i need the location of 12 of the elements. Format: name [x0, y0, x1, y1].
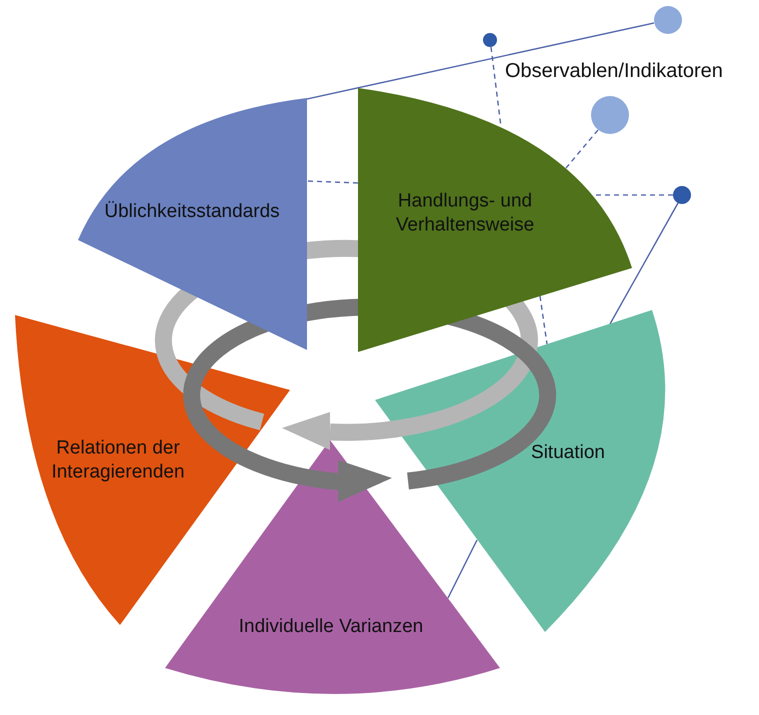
connector-line	[447, 540, 478, 598]
sector-label: Individuelle Varianzen	[238, 615, 424, 639]
sector-label: Handlungs- und Verhaltensweise	[394, 189, 536, 237]
sector-label: Relationen der Interagierenden	[50, 436, 186, 484]
connector-line	[609, 202, 679, 324]
annotation-text: Observablen/Indikatoren	[505, 60, 723, 83]
connector-line	[306, 180, 358, 184]
sector-label: Üblichkeitsstandards	[103, 200, 281, 224]
connector-line	[566, 130, 598, 168]
connector-line	[539, 296, 548, 344]
connector-line	[306, 22, 654, 100]
sector-label: Situation	[530, 441, 606, 465]
